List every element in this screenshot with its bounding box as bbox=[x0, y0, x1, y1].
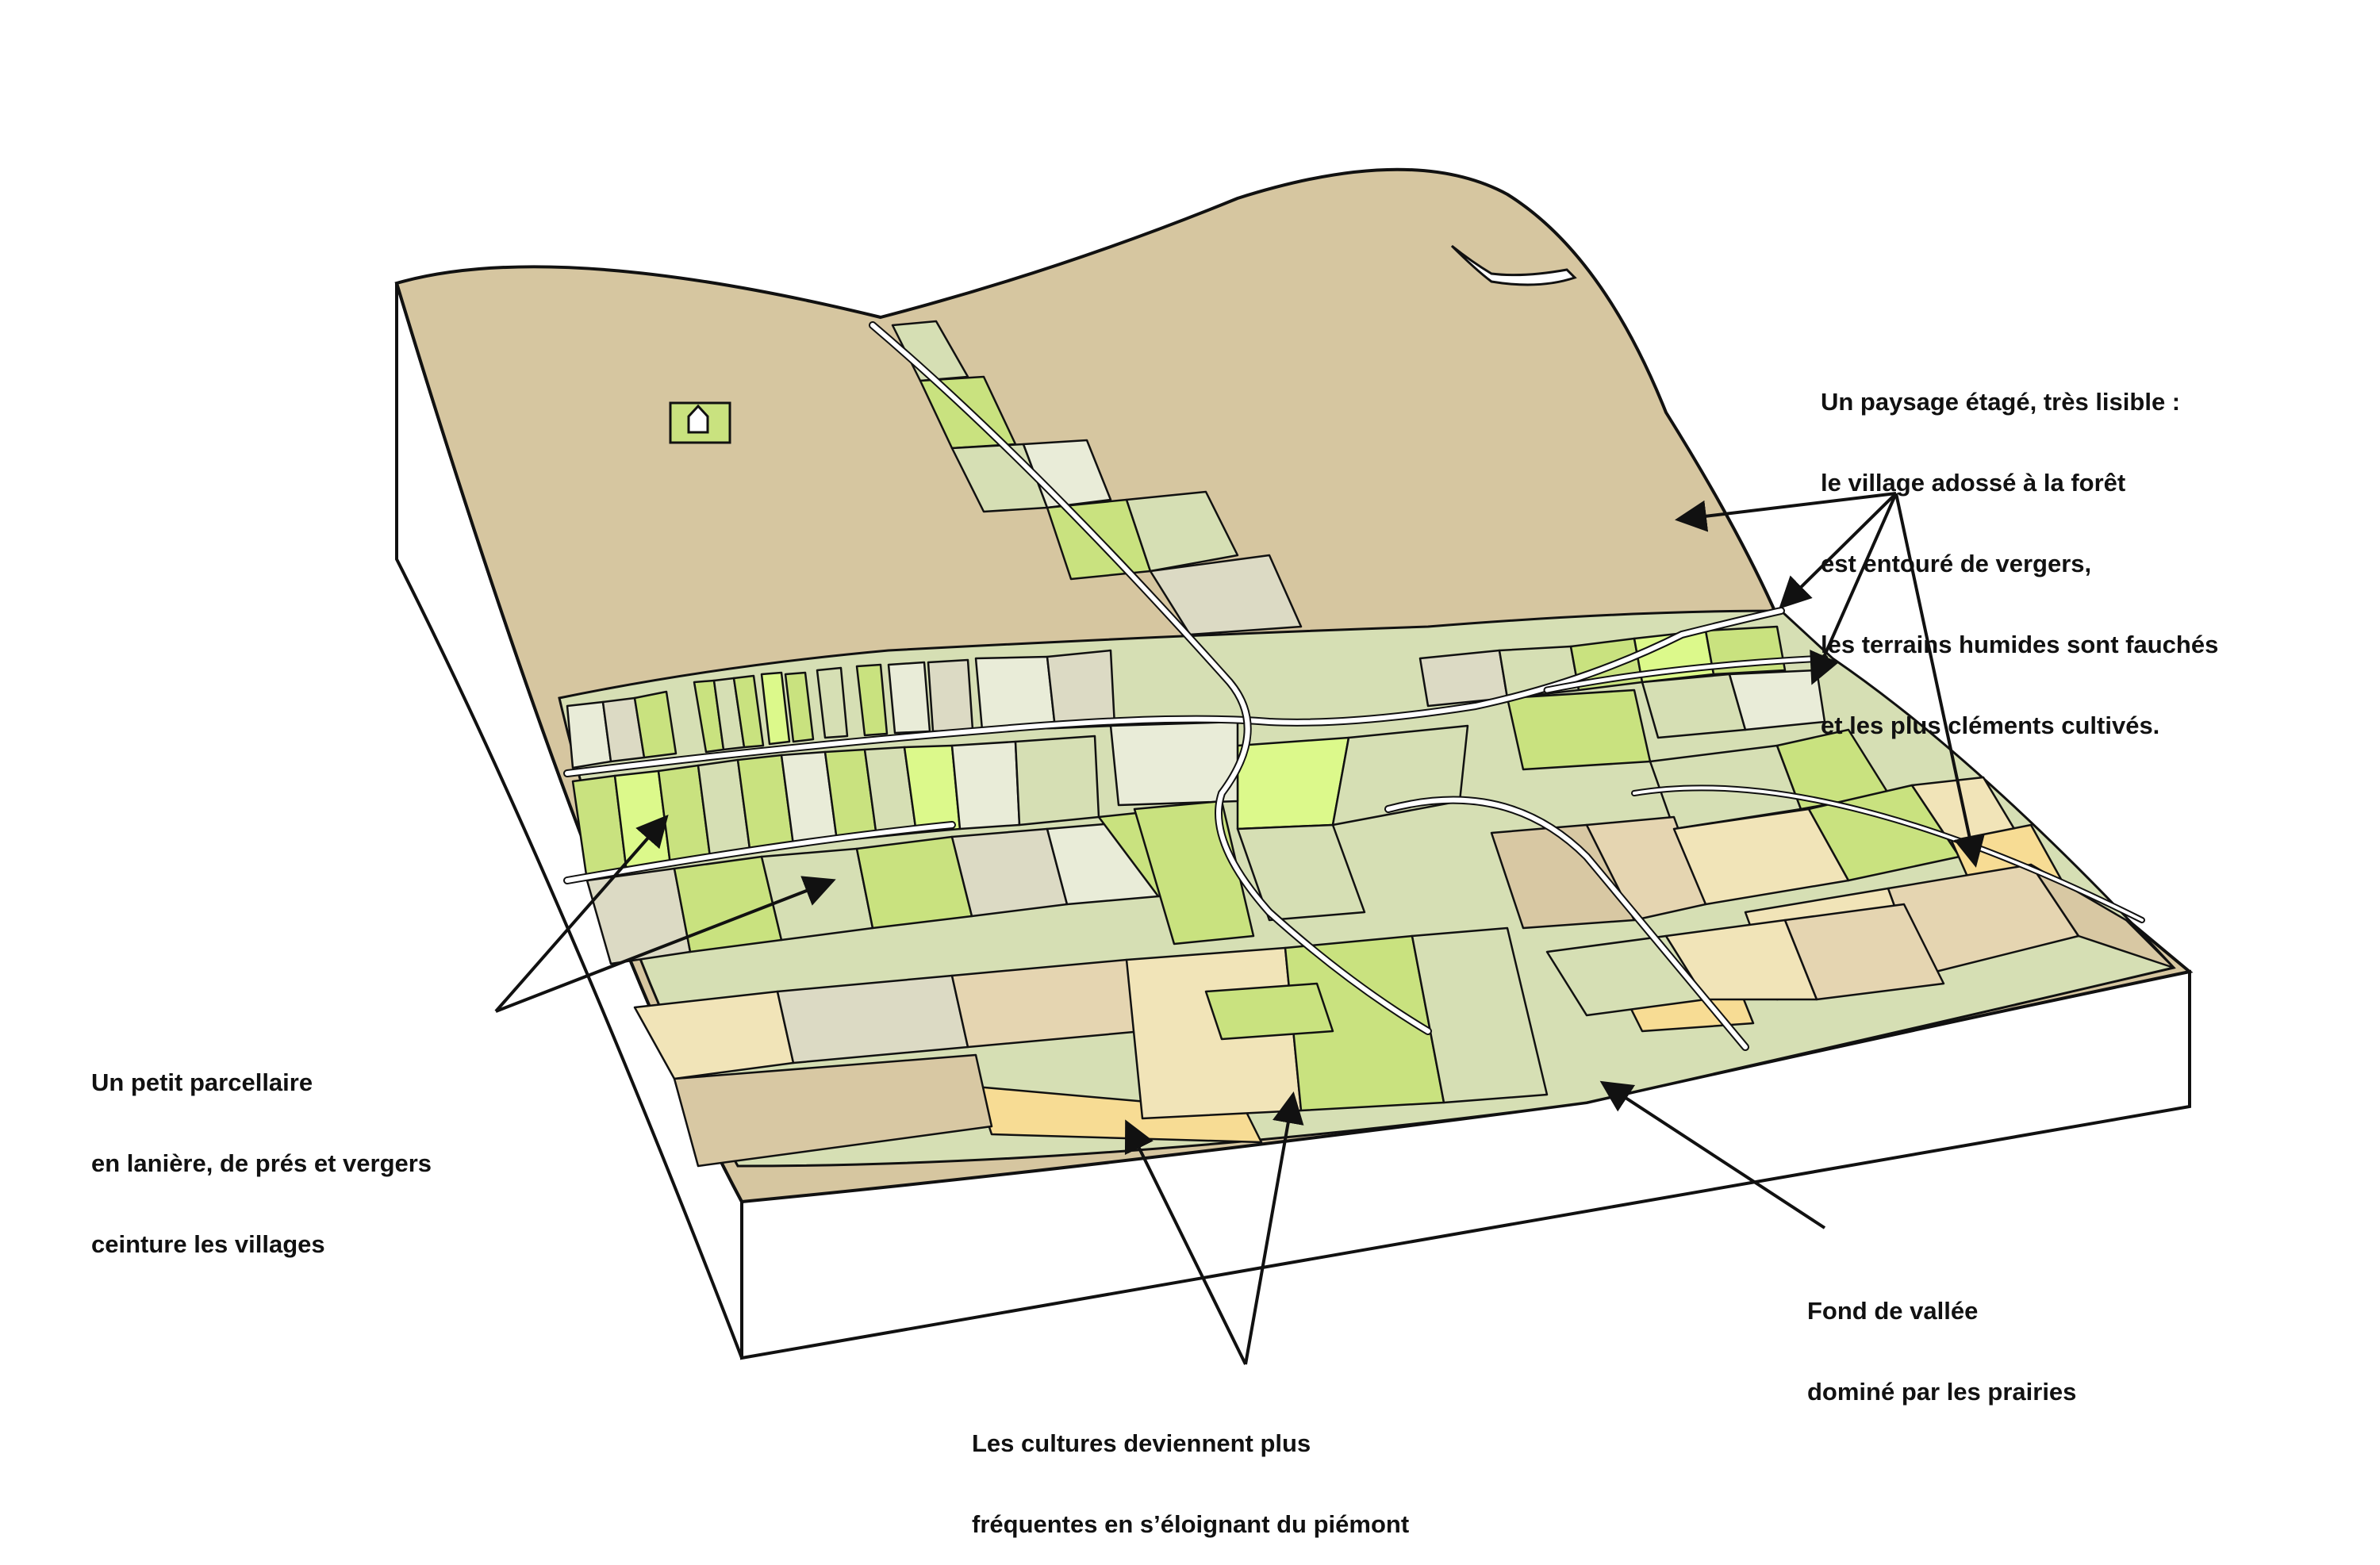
field-parcel bbox=[633, 690, 678, 759]
annotation-left: Un petit parcellaire en lanière, de prés… bbox=[91, 1015, 432, 1285]
forest-clearing bbox=[1450, 244, 1577, 286]
pointer-arrow bbox=[1810, 493, 1898, 685]
field-parcel bbox=[1125, 490, 1239, 573]
annotation-line: ceinture les villages bbox=[91, 1230, 325, 1258]
field-parcel bbox=[1046, 649, 1116, 730]
road bbox=[1386, 797, 1748, 1049]
field-parcel bbox=[732, 674, 765, 749]
field-parcel bbox=[1014, 735, 1100, 827]
annotation-line: Fond de vallée bbox=[1807, 1297, 1979, 1325]
annotation-line: les terrains humides sont fauchés bbox=[1821, 631, 2219, 658]
field-parcel bbox=[1149, 554, 1303, 636]
annotation-line: dominé par les prairies bbox=[1807, 1378, 2077, 1406]
field-parcel bbox=[784, 671, 815, 743]
field-parcel bbox=[1506, 689, 1652, 771]
field-parcel bbox=[1204, 982, 1334, 1041]
pointer-arrow bbox=[494, 814, 669, 1013]
annotation-line: le village adossé à la forêt bbox=[1821, 469, 2126, 497]
field-parcel bbox=[760, 671, 791, 746]
annotation-top-right: Un paysage étagé, très lisible : le vill… bbox=[1821, 335, 2218, 766]
field-parcel bbox=[776, 974, 969, 1064]
village-house bbox=[669, 401, 731, 444]
field-parcel bbox=[974, 655, 1057, 731]
field-parcel bbox=[1728, 669, 1826, 731]
pointer-arrow bbox=[1124, 1119, 1247, 1365]
annotation-line: et les plus cléments cultivés. bbox=[1821, 712, 2160, 739]
field-parcel bbox=[1109, 720, 1239, 807]
field-parcel bbox=[673, 1053, 993, 1168]
annotation-line: Un petit parcellaire bbox=[91, 1068, 313, 1096]
road bbox=[565, 823, 954, 883]
field-parcel bbox=[950, 958, 1144, 1049]
road bbox=[1545, 656, 1827, 692]
pointer-arrow bbox=[1894, 493, 1986, 868]
road bbox=[565, 608, 1783, 776]
pointer-arrow bbox=[1244, 1091, 1304, 1365]
pointer-arrow bbox=[495, 876, 836, 1013]
annotation-line: fréquentes en s’éloignant du piémont bbox=[972, 1510, 1410, 1538]
field-parcel bbox=[816, 666, 849, 739]
annotation-line: est entouré de vergers, bbox=[1821, 550, 2092, 577]
pointer-arrow bbox=[1599, 1080, 1826, 1229]
pointer-arrow bbox=[1675, 492, 1897, 532]
field-parcel bbox=[927, 658, 974, 733]
field-parcel bbox=[2029, 863, 2175, 969]
pointer-arrow bbox=[1779, 492, 1898, 609]
road bbox=[870, 323, 1430, 1034]
annotation-bottom-right: Fond de vallée dominé par les prairies bbox=[1807, 1244, 2076, 1433]
field-parcel bbox=[1411, 926, 1549, 1104]
field-parcel bbox=[855, 663, 889, 737]
annotation-bottom: Les cultures deviennent plus fréquentes … bbox=[972, 1376, 1409, 1565]
road bbox=[1633, 786, 2144, 922]
annotation-line: Un paysage étagé, très lisible : bbox=[1821, 388, 2181, 416]
field-parcel bbox=[1236, 736, 1350, 830]
annotation-line: en lanière, de prés et vergers bbox=[91, 1149, 432, 1177]
field-parcel bbox=[760, 847, 874, 942]
annotation-line: Les cultures deviennent plus bbox=[972, 1429, 1311, 1457]
field-parcel bbox=[950, 740, 1021, 830]
block-diagram bbox=[394, 167, 2194, 1365]
field-parcel bbox=[1418, 649, 1509, 708]
field-parcel bbox=[1783, 903, 1945, 1001]
field-parcel bbox=[887, 661, 931, 735]
field-parcel bbox=[1236, 823, 1366, 922]
field-parcel bbox=[1641, 673, 1747, 739]
